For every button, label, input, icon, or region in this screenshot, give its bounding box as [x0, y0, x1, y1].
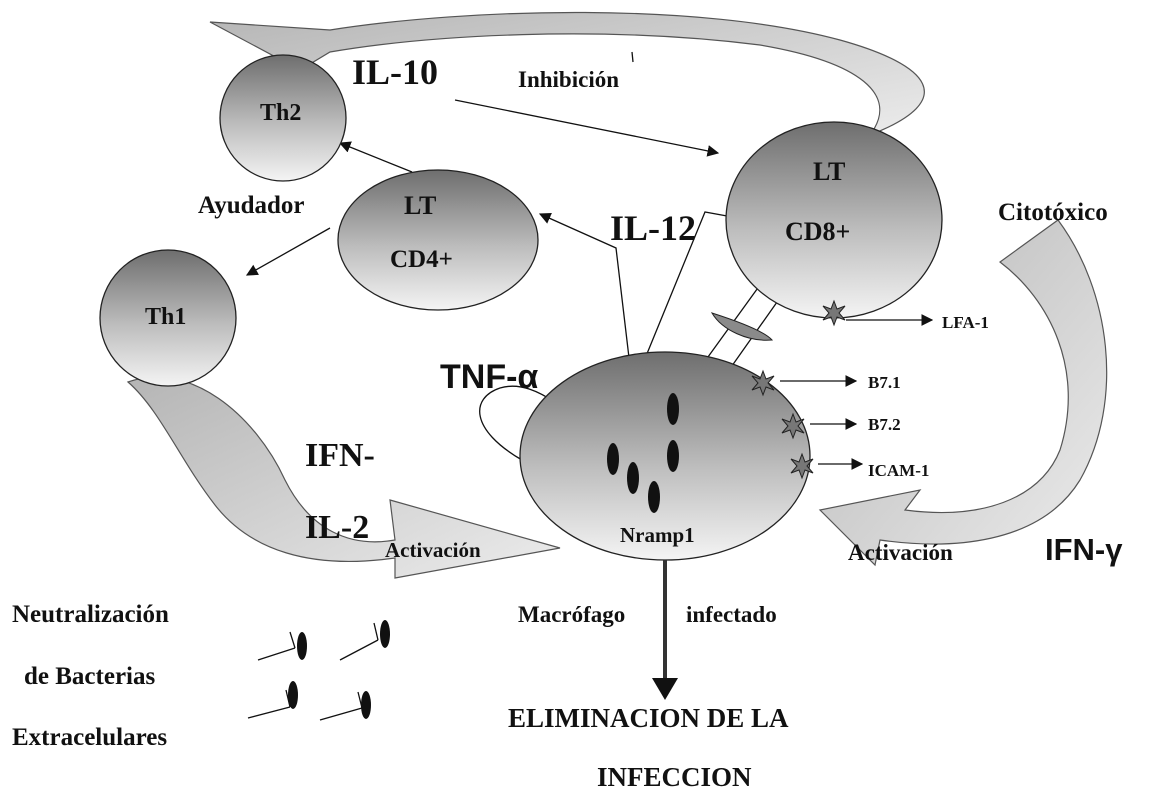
- cd8-lt-label: LT: [813, 157, 845, 186]
- ayudador-label: Ayudador: [198, 192, 305, 219]
- cd4-label: CD4+: [390, 246, 453, 273]
- activation-right-curved-arrow: [818, 219, 1108, 567]
- cd4-cell: [337, 169, 539, 311]
- inhibicion-label: Inhibición: [518, 67, 619, 92]
- lfa1-label: LFA-1: [942, 313, 989, 332]
- surface-molecule-star: [790, 452, 814, 480]
- bacteria-intracellular: [607, 443, 619, 475]
- eliminacion-label: ELIMINACION DE LA: [508, 703, 789, 733]
- nramp1-label: Nramp1: [620, 523, 695, 547]
- citotoxico-label: Citotóxico: [998, 199, 1108, 226]
- tnf-alpha-loop-arrow: [479, 385, 557, 461]
- neutralizacion-label: Neutralización: [12, 601, 169, 628]
- bacteria-intracellular: [648, 481, 660, 513]
- surface-molecule-star: [822, 299, 846, 327]
- ifn-gamma-label: IFN-γ: [1045, 532, 1123, 567]
- surface-molecule-star: [751, 369, 775, 397]
- il10-to-cd8-arrow: [454, 99, 720, 157]
- icam1-label: ICAM-1: [868, 461, 929, 480]
- neutralized-bacteria: [319, 691, 371, 721]
- activacion-right-label: Activación: [848, 540, 953, 565]
- inhibicion-tick: [631, 51, 634, 63]
- extracelulares-label: Extracelulares: [12, 724, 167, 751]
- th1-label: Th1: [145, 304, 186, 330]
- il10-label: IL-10: [352, 52, 438, 92]
- b72-label: B7.2: [868, 415, 901, 434]
- bacteria-intracellular: [627, 462, 639, 494]
- th1-cell: [99, 249, 237, 387]
- surface-molecule-star: [781, 412, 805, 440]
- neutralized-bacteria: [247, 681, 298, 719]
- receptor-lens: [710, 312, 774, 341]
- de-bacterias-label: de Bacterias: [24, 663, 155, 690]
- il12-to-cd4-arrow: [538, 212, 633, 384]
- ifn-label: IFN-: [305, 437, 375, 474]
- macrofago-label: Macrófago: [518, 602, 625, 627]
- tnf-alpha-label: TNF-α: [440, 358, 538, 396]
- il12-label: IL-12: [610, 208, 696, 248]
- b71-label: B7.1: [868, 373, 901, 392]
- neutralized-bacteria: [257, 631, 307, 661]
- neutralized-bacteria: [339, 620, 390, 661]
- th2-cell: [219, 54, 347, 182]
- il2-label: IL-2: [305, 509, 369, 546]
- bacteria-intracellular: [667, 440, 679, 472]
- cd4-to-th1-arrow: [245, 227, 331, 276]
- bacteria-intracellular: [667, 393, 679, 425]
- elimination-arrowhead: [652, 678, 678, 700]
- infeccion-label: INFECCION: [597, 762, 752, 792]
- cd4-lt-label: LT: [404, 191, 436, 220]
- cd8-label: CD8+: [785, 217, 850, 246]
- activation-left-curved-arrow: [126, 376, 561, 579]
- cd4-to-th2-arrow: [338, 141, 413, 173]
- th2-label: Th2: [260, 100, 301, 126]
- activacion-left-label: Activación: [385, 538, 481, 562]
- infectado-label: infectado: [686, 602, 777, 627]
